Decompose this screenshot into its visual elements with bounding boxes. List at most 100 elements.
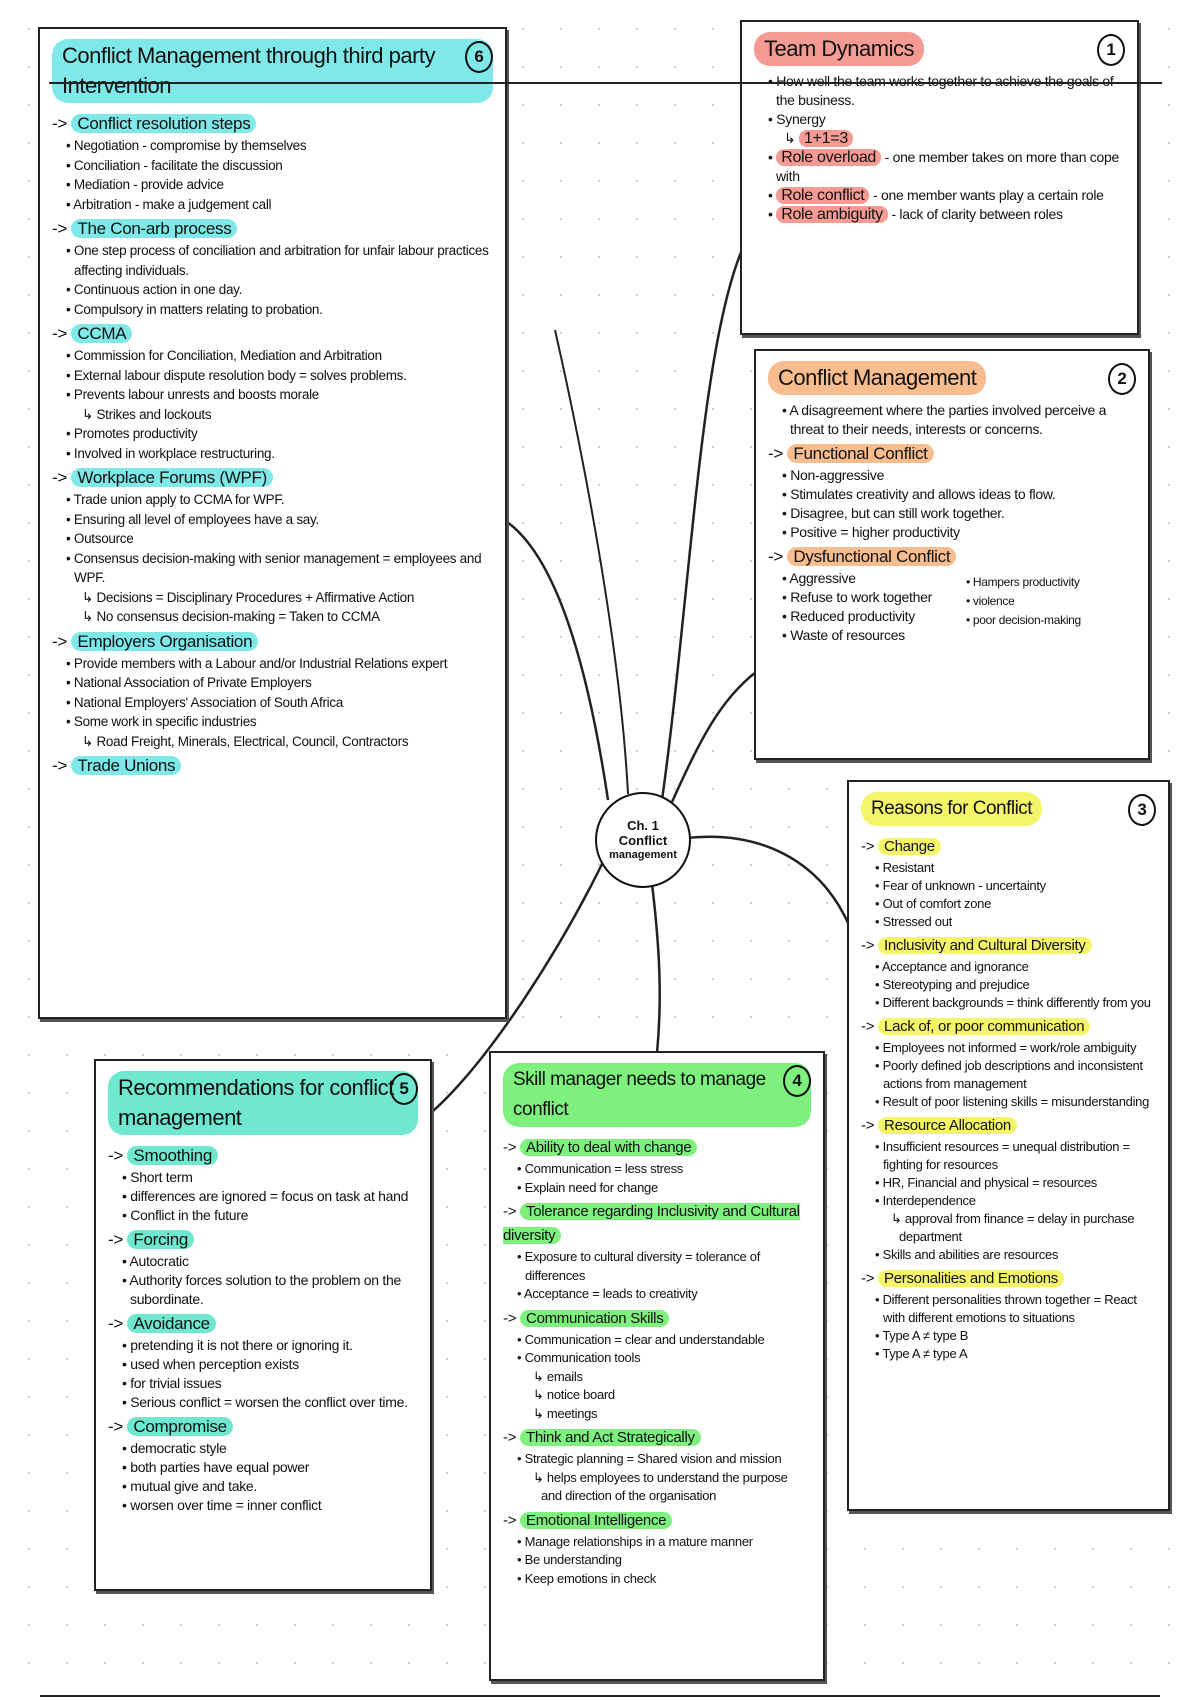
bullet-text: both parties have equal power xyxy=(130,1459,310,1475)
bullet-item: • Result of poor listening skills = misu… xyxy=(861,1093,1156,1111)
bullet-item: • Negotiation - compromise by themselves xyxy=(52,136,493,156)
bullet-text: violence xyxy=(972,594,1015,608)
bullet-icon: • xyxy=(66,177,74,192)
section-heading-text: Think and Act Strategically xyxy=(520,1429,701,1446)
bullet-item: • pretending it is not there or ignoring… xyxy=(108,1336,418,1355)
bottom-divider-line xyxy=(40,1695,1160,1697)
bullet-text: helps employees to understand the purpos… xyxy=(541,1469,788,1504)
bullet-item: • Authority forces solution to the probl… xyxy=(108,1271,418,1309)
sub-arrow-icon: ↳ xyxy=(533,1405,547,1421)
section: -> Change • Resistant• Fear of unknown - … xyxy=(861,835,1156,931)
bullet-text: Autocratic xyxy=(129,1253,189,1269)
bullet-item: • Resistant xyxy=(861,859,1156,877)
bullet-item: • Refuse to work together xyxy=(768,588,932,607)
arrow-icon: -> xyxy=(52,631,72,651)
bullet-text: Interdependence xyxy=(882,1193,976,1208)
bullet-text: Negotiation - compromise by themselves xyxy=(73,138,307,153)
section-heading: -> Smoothing xyxy=(108,1144,418,1168)
arrow-icon: -> xyxy=(503,1429,521,1446)
bullet-text: External labour dispute resolution body … xyxy=(73,367,407,383)
section-heading: -> Resource Allocation xyxy=(861,1114,1156,1138)
section-items: • Negotiation - compromise by themselves… xyxy=(52,136,493,214)
bullet-icon: • xyxy=(517,1331,525,1347)
bullet-text: Road Freight, Minerals, Electrical, Coun… xyxy=(96,733,409,749)
bullet-item: • Stimulates creativity and allows ideas… xyxy=(768,485,1136,504)
bullet-icon: • xyxy=(122,1375,131,1391)
bullet-item: • differences are ignored = focus on tas… xyxy=(108,1187,418,1206)
bullet-item: • used when perception exists xyxy=(108,1355,418,1374)
bullet-item: • Role ambiguity - lack of clarity betwe… xyxy=(754,205,1125,224)
bullet-icon: • xyxy=(782,402,790,418)
bullet-icon: • xyxy=(782,608,791,624)
section-heading-text: Avoidance xyxy=(127,1314,216,1333)
box-title: Team Dynamics xyxy=(754,32,924,66)
bullet-icon: • xyxy=(122,1440,131,1456)
arrow-icon: -> xyxy=(503,1203,521,1220)
bullet-icon: • xyxy=(875,1328,883,1343)
arrow-icon: -> xyxy=(861,838,879,855)
section: -> Trade Unions xyxy=(52,754,493,778)
section: • How well the team works together to ac… xyxy=(754,72,1125,224)
bullet-item: • Hampers productivity xyxy=(952,573,1081,592)
section-heading: -> Employers Organisation xyxy=(52,630,493,654)
arrow-icon: -> xyxy=(108,1314,128,1333)
bullet-item: • Provide members with a Labour and/or I… xyxy=(52,654,493,674)
bullet-item: • Explain need for change xyxy=(503,1179,811,1198)
bullet-text: Explain need for change xyxy=(524,1179,659,1195)
bullet-text: Communication = clear and understandable xyxy=(524,1331,765,1347)
highlighted-term: Role conflict xyxy=(776,187,870,204)
section-items: • Short term• differences are ignored = … xyxy=(108,1168,418,1225)
sub-arrow-icon: ↳ xyxy=(533,1387,547,1402)
sub-arrow-icon: ↳ xyxy=(82,406,97,422)
section-items: • Trade union apply to CCMA for WPF. • En… xyxy=(52,490,493,627)
bullet-icon: • xyxy=(66,511,74,527)
bullet-icon: • xyxy=(517,1286,524,1301)
bullet-icon: • xyxy=(782,524,791,540)
section: -> Smoothing• Short term• differences ar… xyxy=(108,1144,418,1225)
bullet-text: for trivial issues xyxy=(130,1375,222,1391)
box-number-badge: 5 xyxy=(390,1073,418,1105)
bullet-item: • Fear of unknown - uncertainty xyxy=(861,877,1156,895)
bullet-item: • Autocratic xyxy=(108,1252,418,1271)
bullet-icon: • xyxy=(875,1193,883,1208)
bullet-item: • One step process of conciliation and a… xyxy=(52,241,493,280)
bullet-item: • Aggressive xyxy=(768,569,932,588)
bullet-icon: • xyxy=(875,1094,883,1109)
bullet-text: approval from finance = delay in purchas… xyxy=(899,1211,1135,1244)
section: -> Forcing• Autocratic• Authority forces… xyxy=(108,1228,418,1309)
bullet-text: - one member takes on more than cope wit… xyxy=(776,149,1119,184)
bullet-item: ↳ approval from finance = delay in purch… xyxy=(861,1210,1156,1246)
section-heading-text: Change xyxy=(878,838,941,855)
bullet-text: Arbitration - make a judgement call xyxy=(73,196,272,212)
bullet-icon: • xyxy=(66,196,74,212)
box-number-badge: 2 xyxy=(1108,363,1136,395)
bullet-text: Insufficient resources = unequal distrib… xyxy=(882,1139,1131,1172)
bullet-text: Commission for Conciliation, Mediation a… xyxy=(73,348,382,363)
bullet-item: • Out of comfort zone xyxy=(861,895,1156,913)
bullet-item: • Acceptance = leads to creativity xyxy=(503,1285,811,1304)
sub-arrow-icon: ↳ xyxy=(82,589,97,605)
bullet-icon: • xyxy=(66,714,74,729)
bullet-icon: • xyxy=(66,655,74,671)
bullet-text: Trade union apply to CCMA for WPF. xyxy=(73,492,285,507)
bullet-text: Stressed out xyxy=(882,914,953,929)
section-heading-text: Conflict resolution steps xyxy=(71,114,257,133)
bullet-icon: • xyxy=(875,1346,883,1361)
divider-line xyxy=(49,82,1162,84)
bullet-item: • HR, Financial and physical = resources xyxy=(861,1174,1156,1192)
bullet-text: differences are ignored = focus on task … xyxy=(130,1188,409,1204)
box-title: Reasons for Conflict xyxy=(861,792,1043,826)
box-title: Recommendations for conflict management xyxy=(108,1071,418,1135)
bullet-text: Be understanding xyxy=(524,1552,622,1567)
bullet-icon: • xyxy=(66,531,74,546)
bullet-item: • Type A ≠ type B xyxy=(861,1327,1156,1345)
bullet-text: Strikes and lockouts xyxy=(96,406,212,422)
bullet-text: democratic style xyxy=(130,1440,227,1456)
bullet-text: emails xyxy=(546,1368,583,1384)
bullet-icon: • xyxy=(782,627,791,643)
bullet-text: Keep emotions in check xyxy=(524,1570,657,1586)
bullet-item: • Ensuring all level of employees have a… xyxy=(52,510,493,530)
bullet-item: ↳ No consensus decision-making = Taken t… xyxy=(52,607,493,627)
